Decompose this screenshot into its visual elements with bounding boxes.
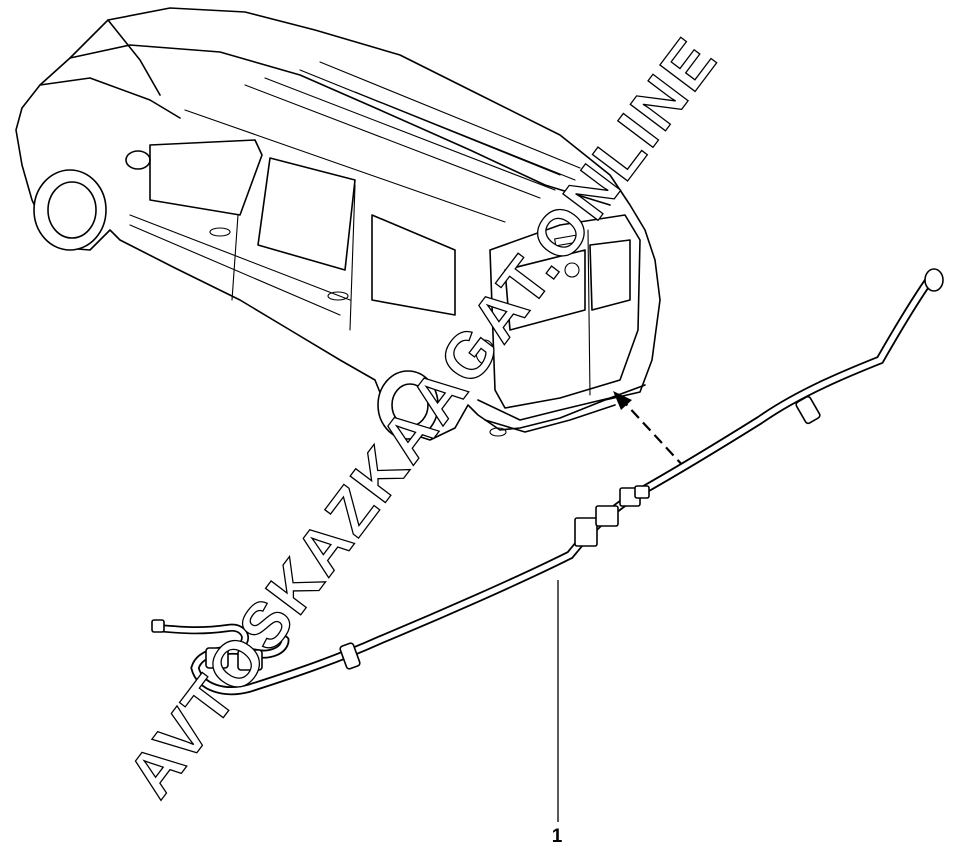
wiring-harness [151,268,944,696]
installation-arrow [613,391,686,469]
vehicle-illustration [15,7,661,441]
callout-label-1: 1 [551,826,563,847]
